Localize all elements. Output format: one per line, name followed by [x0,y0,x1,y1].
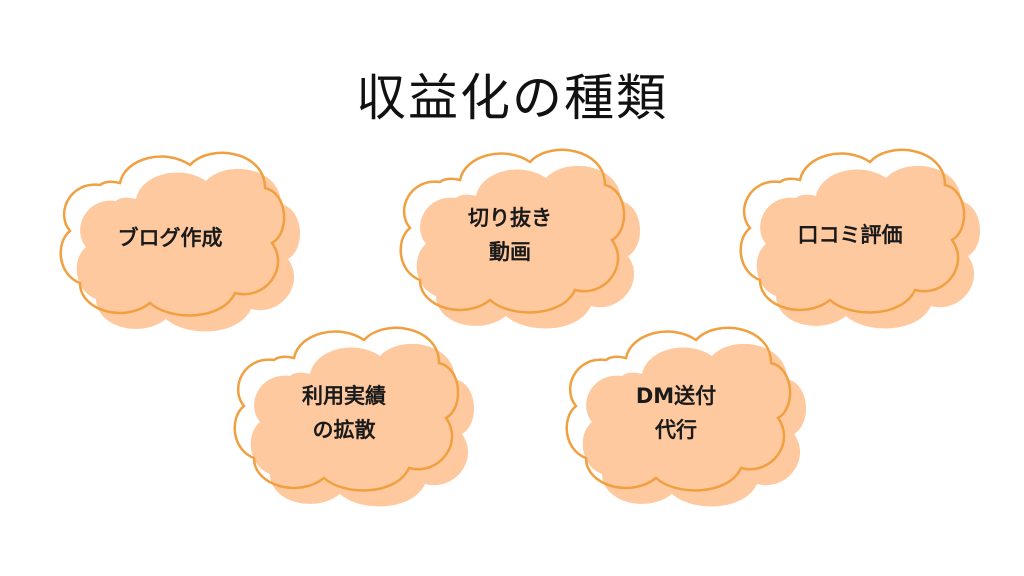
cloud-review: 口コミ評価 [730,140,981,330]
cloud-label-line: 利用実績 [302,384,386,408]
cloud-usage-record: 利用実績 の拡散 [224,318,475,508]
cloud-label: ブログ作成 [50,143,290,333]
cloud-label: DM送付 代行 [556,318,796,508]
cloud-shape-icon [739,148,981,329]
cloud-label-line: 代行 [655,418,697,442]
cloud-shape-icon [59,151,301,332]
cloud-dm-sending: DM送付 代行 [556,318,807,508]
diagram-title: 収益化の種類 [356,69,668,127]
cloud-label-line: ブログ作成 [117,226,223,250]
cloud-shape-icon [233,326,475,507]
cloud-shape-icon [399,148,641,329]
cloud-label: 切り抜き 動画 [390,140,630,330]
cloud-label-line: の拡散 [312,418,376,442]
cloud-label-line: 口コミ評価 [797,223,903,247]
cloud-clip-video: 切り抜き 動画 [390,140,641,330]
cloud-shape-icon [565,326,807,507]
cloud-label-line: DM送付 [635,384,717,408]
cloud-label-line: 切り抜き [468,206,552,230]
cloud-label: 口コミ評価 [730,140,970,330]
cloud-blog: ブログ作成 [50,143,301,333]
cloud-label-line: 動画 [489,240,531,264]
cloud-label: 利用実績 の拡散 [224,318,464,508]
